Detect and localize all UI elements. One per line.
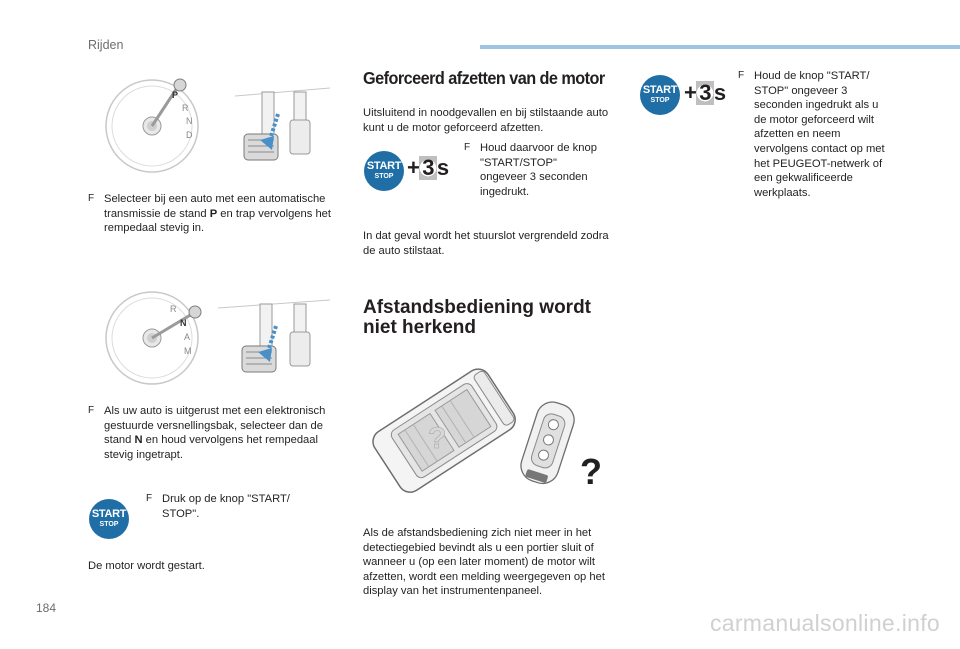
bullet-mark: F	[464, 142, 471, 153]
bullet-mark: F	[738, 70, 745, 81]
section-title: Rijden	[88, 38, 124, 52]
start-stop-button-icon: START STOP	[364, 151, 404, 191]
gear-letter-r: R	[182, 103, 189, 113]
car-remote-illustration: ? ?	[372, 368, 602, 493]
bullet-mark: F	[146, 493, 153, 504]
step-select-n: F Als uw auto is uitgerust met een elekt…	[88, 405, 326, 461]
engine-started-text: De motor wordt gestart.	[88, 560, 205, 572]
gear-letter-r: R	[170, 304, 177, 314]
gear-letter-d: D	[186, 130, 193, 140]
page-number: 184	[36, 601, 57, 615]
step-press-start: F Druk op de knop "START/ STOP".	[146, 493, 290, 520]
forced-stop-intro: Uitsluitend in noodgevallen en bij stils…	[363, 107, 609, 134]
heading-forced-stop: Geforceerd afzetten van de motor	[363, 68, 605, 88]
bullet-mark: F	[88, 193, 95, 204]
header-bar	[480, 45, 960, 49]
steering-lock-text: In dat geval wordt het stuurslot vergren…	[363, 230, 609, 257]
gear-letter-n: N	[180, 318, 187, 328]
gear-selector-n-illustration: R N A M	[105, 291, 330, 385]
heading-remote-not-detected: Afstandsbediening wordt niet herkend	[363, 297, 591, 338]
step-hold-start-forced: F Houd de knop "START/ STOP" ongeveer 3 …	[738, 70, 885, 199]
gear-letter-p: P	[172, 90, 178, 100]
gear-letter-m: M	[184, 346, 192, 356]
question-mark-car: ?	[428, 422, 446, 455]
start-stop-button-icon: START STOP	[640, 75, 680, 115]
watermark: carmanualsonline.info	[709, 610, 940, 636]
gear-letter-a: A	[184, 332, 190, 342]
gear-letter-n: N	[186, 116, 193, 126]
step-hold-start: F Houd daarvoor de knop "START/STOP" ong…	[464, 142, 597, 198]
question-mark-key: ?	[580, 451, 602, 492]
start-stop-button-icon: START STOP	[89, 499, 129, 539]
remote-not-detected-text: Als de afstandsbediening zich niet meer …	[363, 527, 605, 598]
bullet-mark: F	[88, 405, 95, 416]
step-select-p: F Selecteer bij een auto met een automat…	[88, 193, 331, 235]
gear-selector-p-illustration: P R N D	[105, 78, 330, 173]
